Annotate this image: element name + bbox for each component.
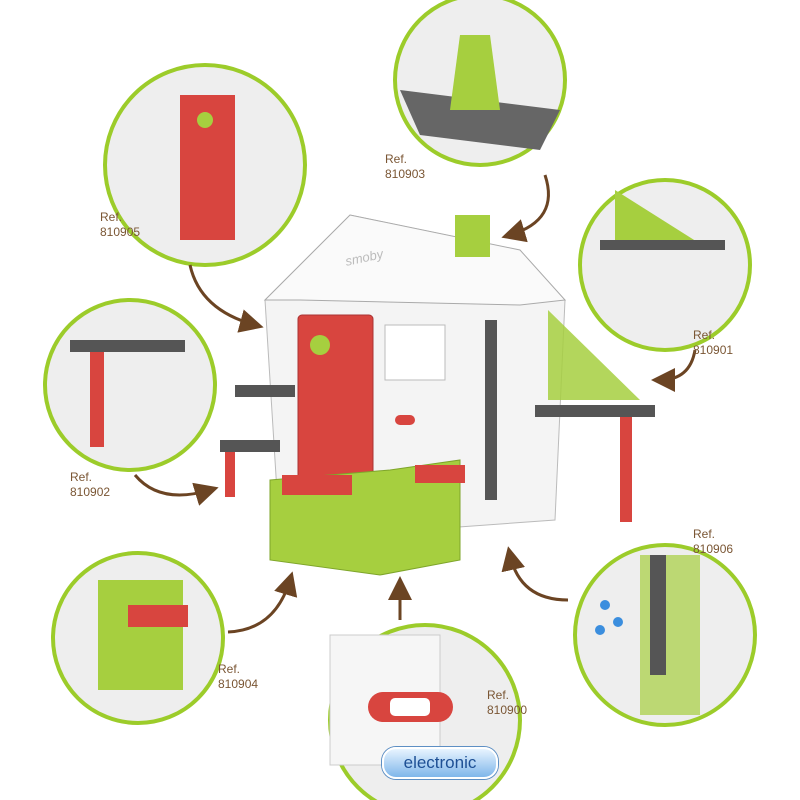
ref-810906: Ref.810906 (693, 527, 734, 556)
detail-circle-810902 (43, 298, 217, 472)
detail-circle-810901 (578, 178, 752, 352)
ref-810900: Ref.810900 (487, 688, 528, 717)
ref-810903: Ref.810903 (385, 152, 426, 181)
electronic-badge: electronic (382, 747, 498, 779)
ref-810904: Ref.810904 (218, 662, 259, 691)
ref-810902: Ref.810902 (70, 470, 111, 499)
playhouse (220, 214, 655, 576)
callout-arrows (133, 174, 697, 634)
ref-810901: Ref.810901 (693, 328, 734, 357)
ref-810905: Ref.810905 (100, 210, 141, 239)
